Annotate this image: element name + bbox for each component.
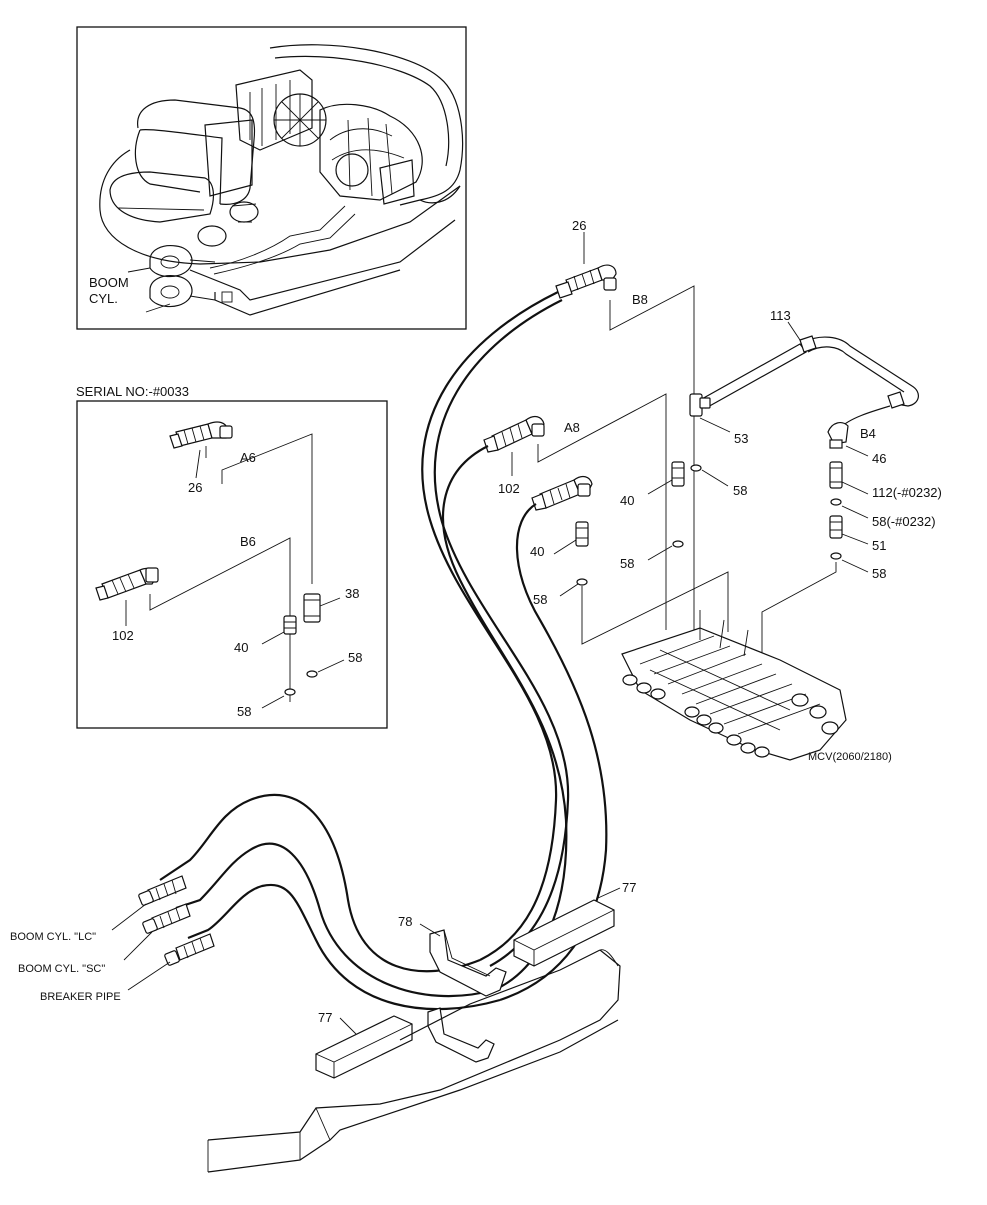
label-boom-cyl-lc: BOOM CYL. "LC" (10, 931, 96, 943)
excavator-upper-structure (99, 44, 464, 316)
boom-label-2: CYL. (89, 291, 118, 306)
label-38: 38 (345, 586, 359, 601)
label-26-inset: 26 (188, 480, 202, 495)
fitting-40-b (575, 521, 589, 547)
boom-frame (207, 949, 621, 1173)
fitting-40-a (671, 461, 685, 487)
label-102-inset: 102 (112, 628, 134, 643)
label-58-inset-a: 58 (348, 650, 362, 665)
oring-58-inset-b (284, 688, 296, 696)
label-46: 46 (872, 451, 886, 466)
label-77-a: 77 (622, 880, 636, 895)
oring-58-e (576, 578, 588, 586)
hose-end-sc (142, 903, 191, 934)
label-58-d: 58 (620, 556, 634, 571)
fitting-102-inset (95, 567, 159, 601)
elbow-46 (827, 422, 849, 449)
fitting-38 (303, 593, 321, 623)
label-40-b: 40 (530, 544, 544, 559)
clamp-lower (427, 1007, 495, 1063)
label-58-e: 58 (533, 592, 547, 607)
tee-53 (689, 393, 711, 417)
label-53: 53 (734, 431, 748, 446)
hose-102-fitting (483, 415, 545, 453)
fitting-26-inset (169, 421, 233, 449)
oring-58-a (690, 464, 702, 472)
label-boom-cyl-sc: BOOM CYL. "SC" (18, 963, 105, 975)
clamp-78 (429, 929, 507, 997)
label-77-b: 77 (318, 1010, 332, 1025)
main-control-valve (621, 610, 847, 761)
block-77-b (315, 1015, 413, 1079)
overview-inset-frame (76, 26, 467, 330)
pipe-113 (699, 335, 919, 429)
block-77-a (513, 899, 615, 967)
label-b8: B8 (632, 292, 648, 307)
oring-58-c (830, 552, 842, 560)
serial-inset-frame (76, 400, 388, 729)
serial-inset-title: SERIAL NO:-#0033 (76, 384, 189, 399)
fitting-112 (829, 461, 843, 489)
oring-58-b (830, 498, 842, 506)
boom-label-1: BOOM (89, 275, 129, 290)
oring-58-inset-a (306, 670, 318, 678)
label-58-inset-b: 58 (237, 704, 251, 719)
hose-end-breaker (164, 933, 215, 966)
fitting-51 (829, 515, 843, 539)
label-58-a: 58 (733, 483, 747, 498)
label-a6: A6 (240, 450, 256, 465)
main-diagram: 26 B8 113 53 58 B4 46 (10, 218, 942, 1173)
label-112: 112(-#0232) (872, 485, 942, 500)
label-mcv: MCV(2060/2180) (808, 751, 892, 763)
label-breaker-pipe: BREAKER PIPE (40, 991, 121, 1003)
label-113: 113 (770, 308, 791, 323)
label-b6: B6 (240, 534, 256, 549)
label-a8: A8 (564, 420, 580, 435)
label-40-a: 40 (620, 493, 634, 508)
label-b4: B4 (860, 426, 876, 441)
hose-26-fitting (555, 264, 617, 299)
overview-inset: BOOM CYL. (76, 26, 467, 330)
hose-end-lc (138, 875, 187, 906)
oring-58-d (672, 540, 684, 548)
label-26: 26 (572, 218, 586, 233)
hose-3-fitting (531, 475, 593, 511)
fitting-40-inset (283, 615, 297, 635)
serial-inset: SERIAL NO:-#0033 26 A6 102 B6 (76, 384, 388, 729)
label-102: 102 (498, 481, 520, 496)
label-58-c: 58 (872, 566, 886, 581)
label-40-inset: 40 (234, 640, 248, 655)
label-78: 78 (398, 914, 412, 929)
hoses (159, 291, 608, 1011)
valve-spools (622, 674, 839, 758)
label-58-0232: 58(-#0232) (872, 514, 936, 529)
label-51: 51 (872, 538, 886, 553)
